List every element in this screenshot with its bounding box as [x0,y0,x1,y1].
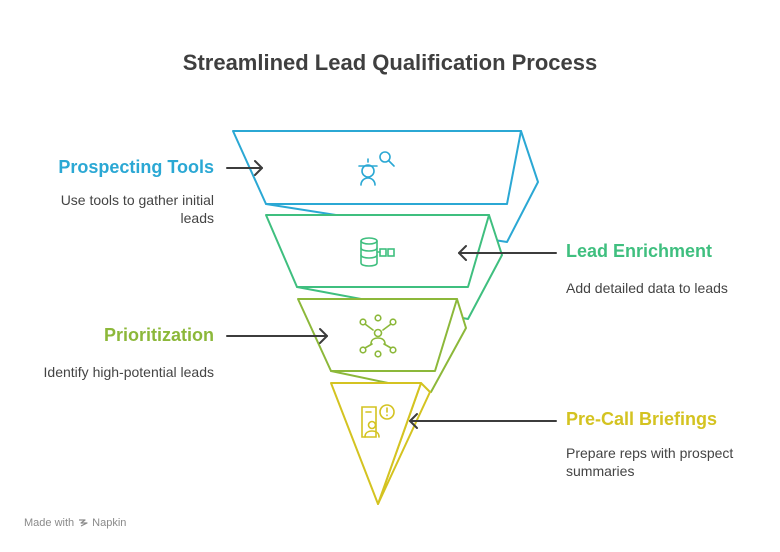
stage-desc-enrichment: Add detailed data to leads [566,280,728,296]
briefing-alert-icon [361,404,395,438]
watermark: Made with Napkin [24,517,126,529]
funnel-level-prioritization [297,298,467,393]
arrow-prioritization [226,328,328,344]
database-connect-icon [360,237,395,267]
funnel-level-enrichment [265,214,503,320]
arrow-prospecting [226,160,263,176]
page-title: Streamlined Lead Qualification Process [182,50,598,75]
stage-desc-briefings: Prepare reps with prospect summaries [566,445,734,479]
stage-label-prioritization: Prioritization [103,325,214,345]
stage-desc-prospecting: Use tools to gather initial leads [60,192,214,226]
watermark-brand: Napkin [92,517,127,529]
prospect-search-icon [358,151,395,186]
stage-desc-prioritization: Identify high-potential leads [43,364,214,380]
arrow-enrichment [458,245,557,261]
stage-label-briefings: Pre-Call Briefings [566,409,718,429]
stage-label-enrichment: Lead Enrichment [566,241,713,261]
napkin-logo-icon [79,519,88,527]
funnel-level-briefings [330,382,431,505]
arrow-briefings [409,413,557,429]
network-people-icon [359,314,397,358]
watermark-prefix: Made with [24,517,75,529]
stage-label-prospecting: Prospecting Tools [58,157,214,177]
